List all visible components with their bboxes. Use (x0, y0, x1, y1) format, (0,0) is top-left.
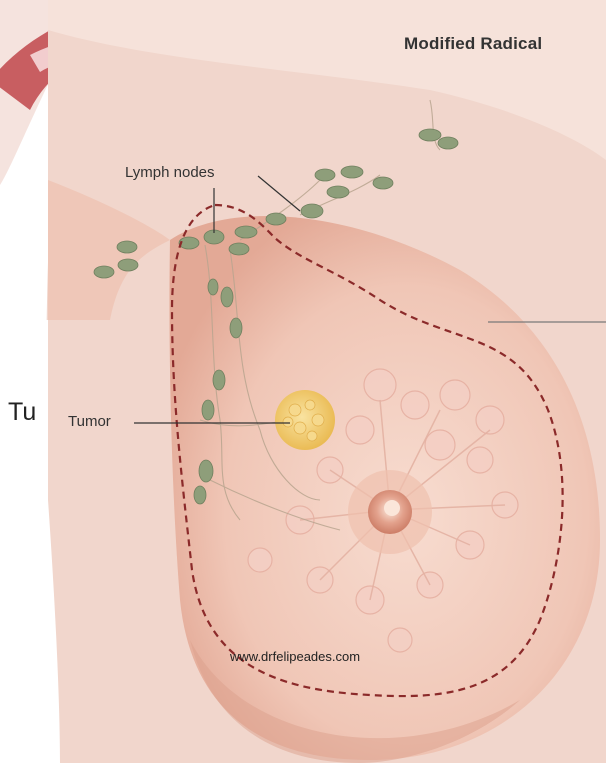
watermark-url: www.drfelipeades.com (230, 649, 360, 664)
tumor-label: Tumor (68, 413, 111, 430)
nipple-areola (348, 470, 432, 554)
diagram-title: Modified Radical (404, 34, 542, 54)
lymph-nodes-label: Lymph nodes (125, 164, 215, 181)
cropped-left-text: Tu (8, 398, 36, 427)
tumor-mass (275, 390, 335, 450)
